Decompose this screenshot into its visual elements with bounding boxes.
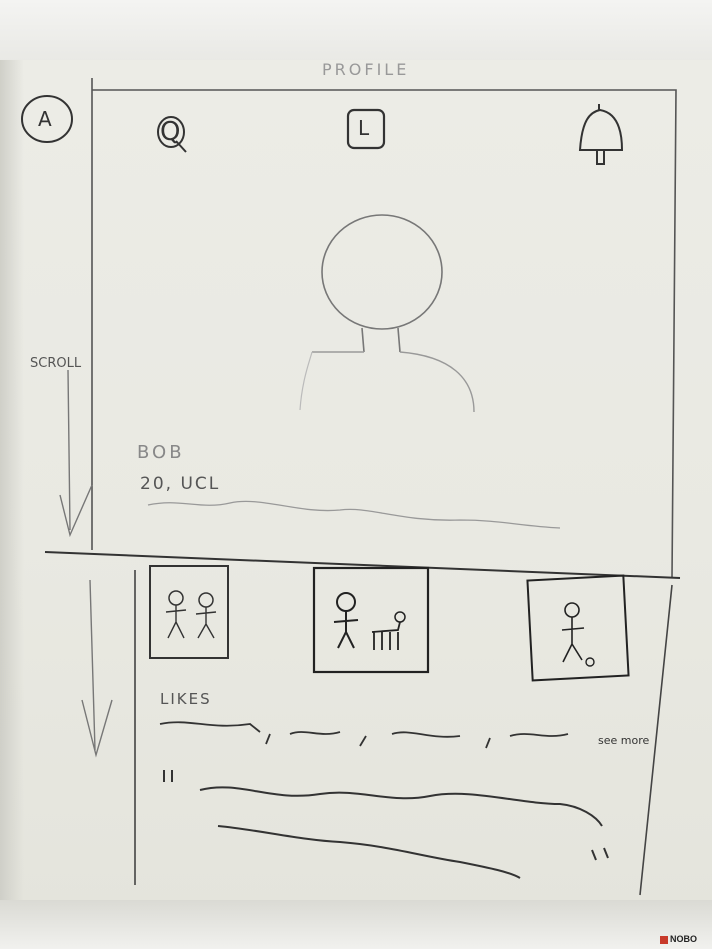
description-placeholder [163, 770, 609, 879]
likes-list [159, 721, 569, 749]
bell-icon[interactable] [578, 104, 624, 165]
see-more-link[interactable]: see more [598, 734, 650, 747]
likes-label: LIKES [160, 690, 212, 708]
brand-text: NOBO [670, 934, 697, 944]
scroll-label: SCROLL [30, 356, 82, 371]
phone-frame-bottom [134, 570, 673, 896]
photo-dog[interactable] [312, 566, 430, 674]
search-letter: Q [160, 117, 181, 147]
l-square-icon[interactable] [346, 108, 386, 150]
avatar-a-icon[interactable] [21, 95, 73, 143]
brand-mark-icon [660, 935, 668, 944]
screen-divider [44, 551, 681, 579]
photo-couple[interactable] [149, 565, 229, 659]
bio-placeholder [147, 500, 561, 529]
l-letter: L [358, 116, 370, 140]
phone-frame-top [91, 78, 677, 579]
brand-logo: NOBO [660, 934, 697, 944]
profile-name: BOB [137, 442, 185, 463]
search-icon[interactable] [157, 116, 187, 153]
paper-shadow [0, 60, 24, 930]
avatar-letter: A [38, 107, 52, 131]
wall-background [0, 0, 712, 66]
photo-ball[interactable] [526, 574, 630, 682]
scroll-arrow-top [59, 369, 93, 538]
page-title: PROFILE [322, 60, 410, 79]
profile-picture [299, 214, 475, 413]
flipchart-paper [0, 60, 712, 930]
profile-subtitle: 20, UCL [140, 474, 221, 494]
easel-tray [0, 900, 712, 949]
scroll-arrow-bottom [81, 579, 113, 758]
